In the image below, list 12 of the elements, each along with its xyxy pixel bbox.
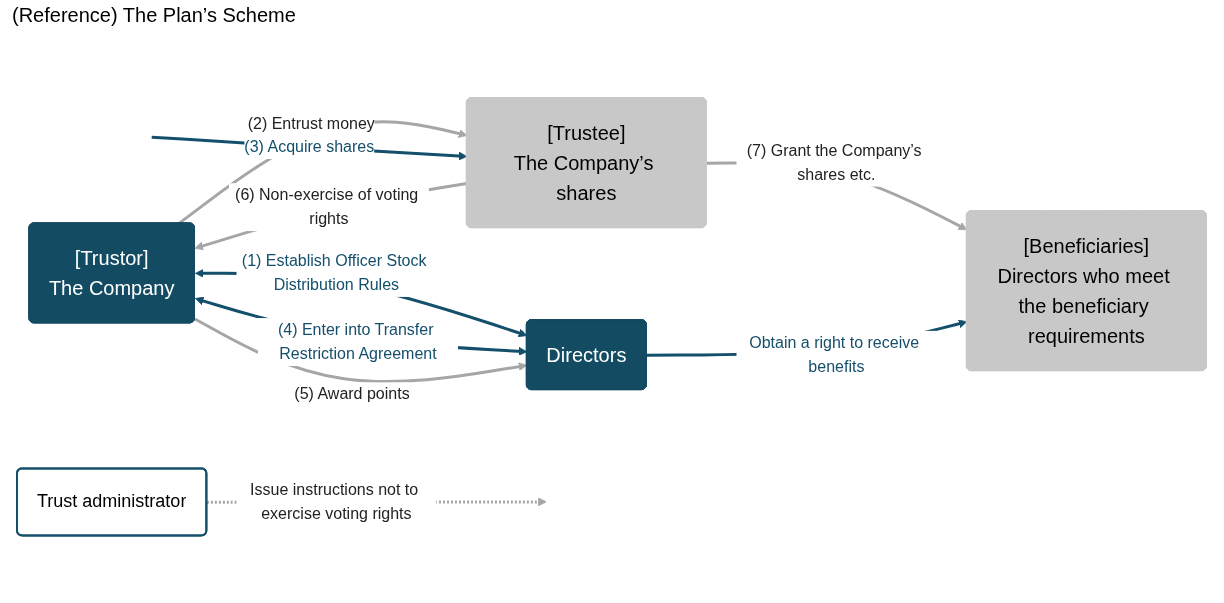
- arrow: [151, 135, 468, 161]
- edge-label: (5) Award points: [294, 385, 410, 403]
- edge-label: (3) Acquire shares: [244, 138, 375, 156]
- arrow: [194, 317, 528, 384]
- diagram-title: (Reference) The Plan’s Scheme: [11, 3, 297, 28]
- edge-label: Obtain a right to receive benefits: [749, 333, 920, 375]
- edge-label: (4) Enter into Transfer Restriction Agreement: [278, 321, 437, 363]
- edge-label: (7) Grant the Company’s shares etc.: [747, 141, 922, 183]
- edge-label: (2) Entrust money: [247, 114, 376, 132]
- edge-label: Issue instructions not to exercise voting rights: [250, 480, 419, 522]
- edge-label: (6) Non-exercise of voting rights: [235, 186, 419, 228]
- edge-label: (1) Establish Officer Stock Distribution Rules: [242, 251, 427, 293]
